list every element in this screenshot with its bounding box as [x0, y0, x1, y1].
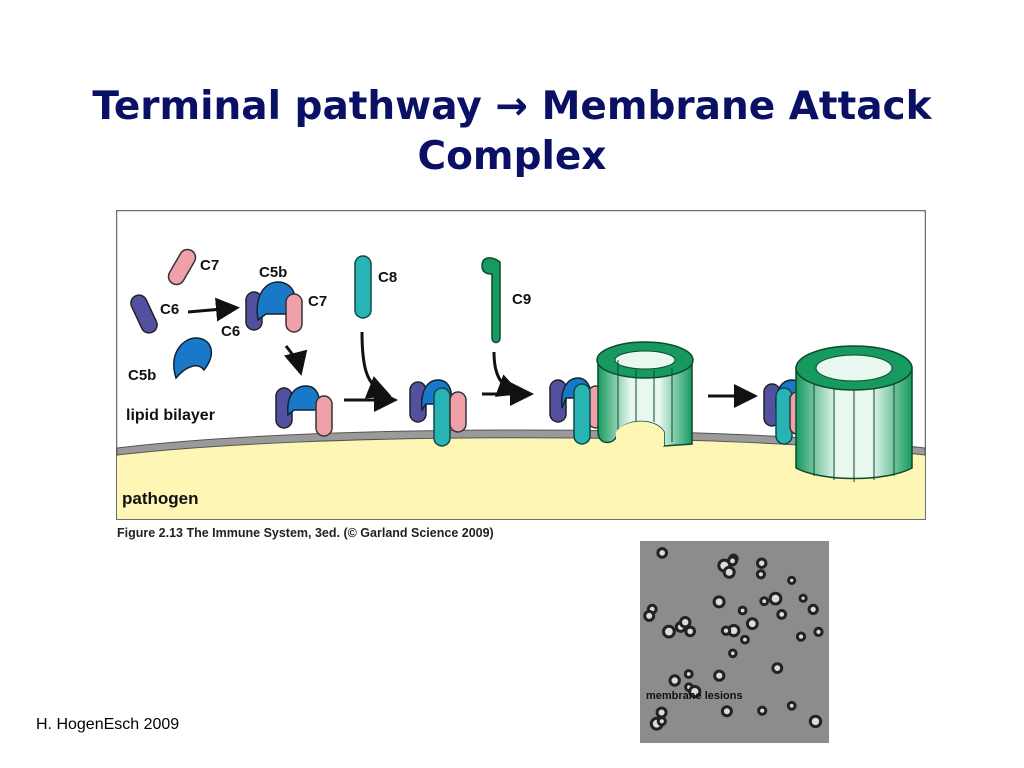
c5b67-complex [245, 281, 303, 333]
lesion-ring [655, 706, 668, 719]
label-c5b-free: C5b [128, 367, 156, 384]
c6-protein [130, 294, 158, 334]
c9-protein [481, 257, 501, 344]
lesion-ring [786, 700, 797, 711]
footer-credit: H. HogenEsch 2009 [36, 716, 180, 733]
lesion-ring [727, 555, 738, 567]
lesion-ring [776, 609, 788, 620]
arrow-membrane-insertion [283, 345, 308, 376]
lesion-ring [771, 662, 784, 674]
c5b-protein [173, 337, 213, 380]
lesion-ring [684, 625, 697, 638]
title-line1-prefix: Terminal pathway [92, 84, 482, 129]
lesion-ring [722, 565, 736, 579]
lipid-bilayer-membrane [116, 429, 926, 456]
lesion-ring [798, 593, 808, 603]
lesion-ring [720, 705, 733, 718]
label-lipid-bilayer: lipid bilayer [126, 407, 215, 424]
label-membrane-lesions: membrane lesions [646, 690, 743, 702]
c7-protein [167, 248, 197, 286]
mac-assembly-figure: C7 C6 C5b C5b C7 C6 lipid bilayer pathog… [116, 210, 926, 520]
partial-mac-pore [549, 341, 694, 447]
label-c7-free: C7 [200, 257, 219, 274]
lesion-ring [720, 625, 732, 636]
label-c6-free: C6 [160, 301, 179, 318]
pathogen-region [117, 437, 925, 519]
membrane-c5b67 [275, 385, 333, 437]
label-c9: C9 [512, 291, 531, 308]
lesion-ring [740, 634, 750, 645]
lesion-ring [668, 674, 681, 687]
lesion-ring [656, 716, 667, 727]
title-arrow: → [495, 84, 529, 129]
membrane-lesions-micrograph: membrane lesions [640, 541, 829, 743]
lesion-ring [662, 624, 676, 639]
label-c7-complex: C7 [308, 293, 327, 310]
title-line2: Complex [417, 134, 607, 179]
complete-mac-pore [763, 345, 913, 482]
lesion-ring [683, 669, 694, 679]
figure-caption: Figure 2.13 The Immune System, 3ed. (© G… [117, 526, 494, 540]
lesion-ring [737, 605, 748, 616]
label-c6-complex: C6 [221, 323, 240, 340]
lesion-ring [643, 609, 656, 622]
lesion-ring [745, 617, 759, 631]
c5b678-complex [409, 379, 467, 447]
lesion-ring [768, 591, 783, 606]
lesion-ring [787, 575, 797, 586]
lesion-ring [757, 705, 768, 716]
c8-protein [354, 255, 372, 319]
lesion-ring [755, 569, 767, 580]
arrow-c8-binding [360, 331, 392, 399]
title-line1-suffix: Membrane Attack [541, 84, 932, 129]
lesion-ring [759, 596, 770, 607]
label-pathogen: pathogen [122, 489, 199, 508]
lesion-ring [807, 603, 819, 616]
lesion-ring [808, 714, 823, 729]
lesion-ring [712, 595, 726, 609]
label-c8: C8 [378, 269, 397, 286]
arrow-c6-binding [187, 297, 240, 322]
lesion-ring [728, 648, 738, 659]
lesion-ring [813, 626, 824, 638]
lesion-dots [643, 547, 824, 731]
slide-title: Terminal pathway → Membrane Attack Compl… [62, 82, 962, 182]
lesion-ring [756, 557, 768, 569]
label-c5b-top: C5b [259, 264, 287, 281]
lesion-ring [656, 547, 669, 559]
lesion-ring [795, 631, 807, 642]
lesion-ring [688, 685, 702, 699]
lesion-ring [679, 616, 692, 629]
lesion-ring [713, 669, 726, 682]
